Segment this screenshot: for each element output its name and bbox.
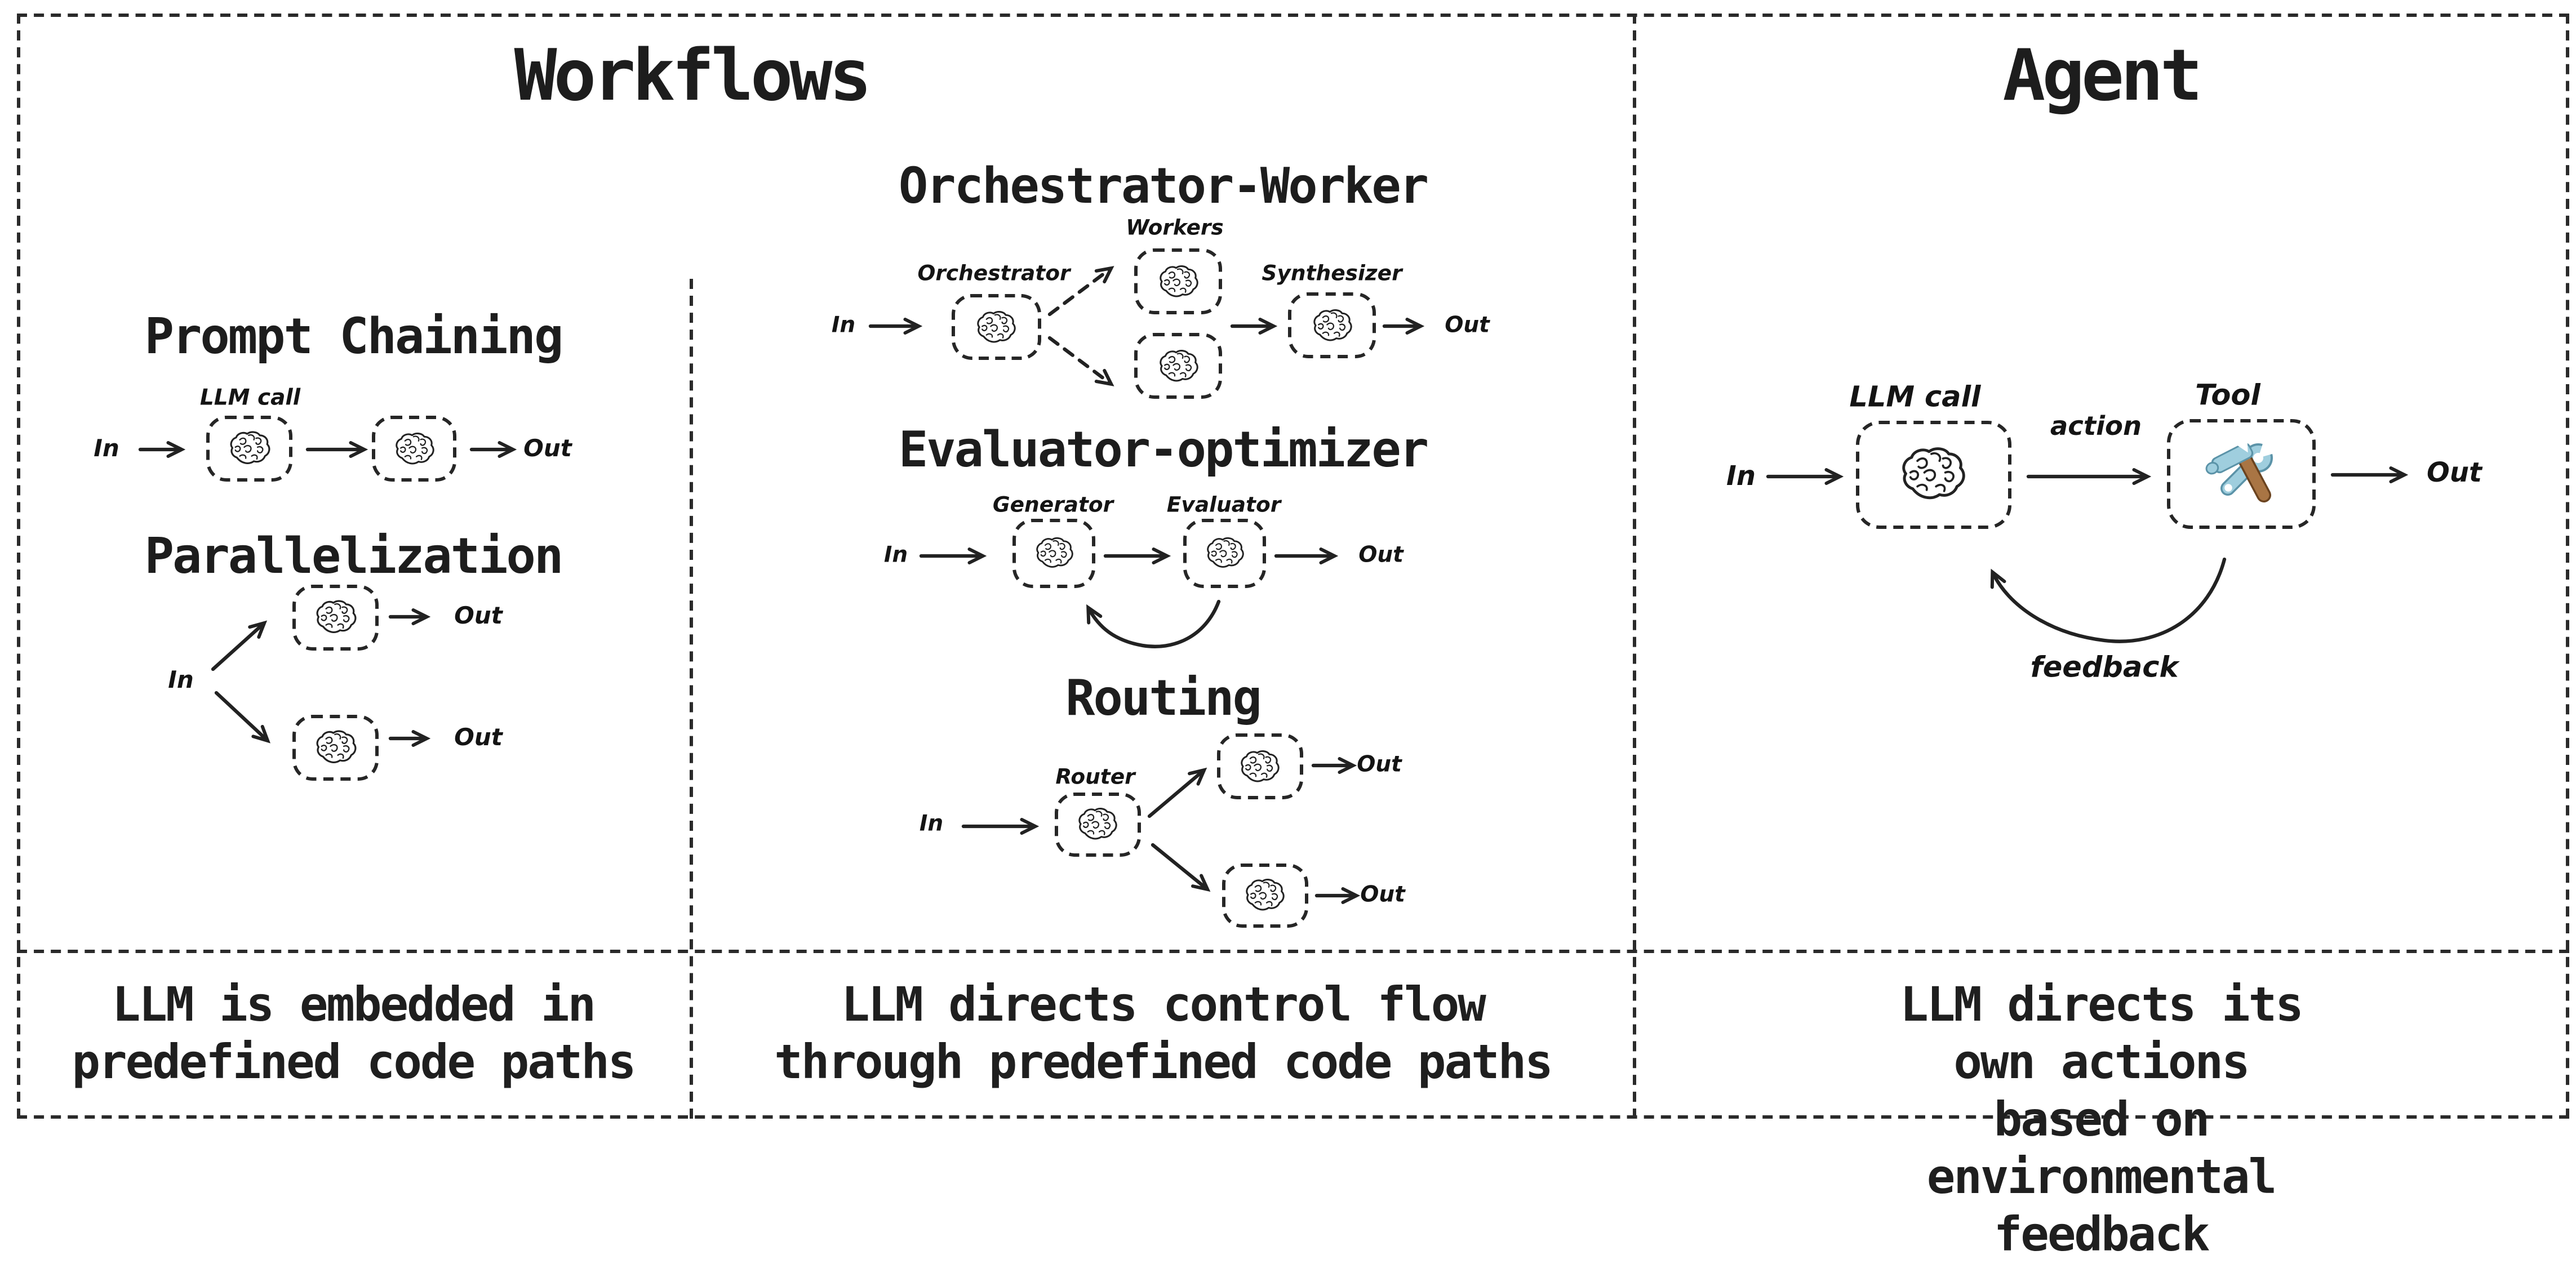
evaluator-label: Evaluator <box>1166 491 1281 517</box>
generator-label: Generator <box>992 491 1114 517</box>
parallelization-out-bottom-label: Out <box>454 725 503 752</box>
parallelization-out-top-label: Out <box>454 603 503 630</box>
orchestrator-label: Orchestrator <box>917 260 1071 286</box>
routing-out-top-label: Out <box>1357 753 1402 778</box>
workflows-title: Workflows <box>514 34 872 117</box>
brain-icon <box>1156 348 1201 385</box>
brain-icon <box>392 430 437 468</box>
router-box <box>1055 793 1141 857</box>
brain-icon <box>1203 536 1247 571</box>
brain-icon <box>312 728 359 767</box>
brain-icon <box>312 598 359 637</box>
orchestrator-worker-out-label: Out <box>1445 313 1490 339</box>
parallelization-heading: Parallelization <box>144 527 564 585</box>
brain-icon <box>1242 877 1288 914</box>
hammer-wrench-icon <box>2201 434 2282 515</box>
orchestrator-box <box>952 294 1041 360</box>
agent-feedback-label: feedback <box>2030 651 2179 686</box>
workers-label: Workers <box>1126 214 1224 240</box>
evaluator-optimizer-in-label: In <box>883 543 908 569</box>
agent-llm-call-label: LLM call <box>1849 381 1981 415</box>
agent-title: Agent <box>2002 34 2202 117</box>
brain-icon <box>974 309 1019 346</box>
evaluator-box <box>1183 519 1266 588</box>
evaluator-optimizer-heading: Evaluator-optimizer <box>898 421 1429 478</box>
parallelization-llm-box-top <box>292 585 379 651</box>
workflows-agent-divider <box>1633 14 1636 1119</box>
orchestrator-worker-heading: Orchestrator-Worker <box>898 157 1429 215</box>
synthesizer-label: Synthesizer <box>1262 260 1402 286</box>
caption-workflows-left: LLM is embedded in predefined code paths <box>72 977 636 1090</box>
routing-llm-box-top <box>1217 733 1303 799</box>
workflows-column-divider <box>690 279 693 1119</box>
prompt-chaining-in-label: In <box>94 436 119 463</box>
routing-out-bottom-label: Out <box>1360 883 1405 909</box>
brain-icon <box>1156 263 1201 300</box>
routing-in-label: In <box>919 812 944 838</box>
agent-action-label: action <box>2050 411 2142 442</box>
brain-icon <box>1032 536 1076 571</box>
routing-llm-box-bottom <box>1222 864 1308 928</box>
brain-icon <box>1897 444 1971 505</box>
agent-in-label: In <box>1726 460 1756 492</box>
routing-heading: Routing <box>1065 669 1262 727</box>
prompt-chaining-out-label: Out <box>523 436 572 463</box>
brain-icon <box>1237 748 1283 785</box>
agent-out-label: Out <box>2427 456 2482 488</box>
caption-row-divider <box>17 950 2569 953</box>
caption-agent: LLM directs its own actions based on env… <box>1900 977 2304 1262</box>
prompt-chaining-llm-call-label: LLM call <box>199 386 301 412</box>
outer-frame <box>17 14 2569 1119</box>
caption-workflows-middle: LLM directs control flow through predefi… <box>774 977 1553 1090</box>
worker-box-bottom <box>1134 333 1222 399</box>
brain-icon <box>1309 307 1355 344</box>
agent-tool-label: Tool <box>2195 379 2260 413</box>
evaluator-optimizer-out-label: Out <box>1358 543 1404 569</box>
orchestrator-worker-in-label: In <box>831 313 856 339</box>
brain-icon <box>226 429 273 468</box>
synthesizer-box <box>1288 292 1376 358</box>
parallelization-in-label: In <box>168 667 194 695</box>
generator-box <box>1012 519 1095 588</box>
prompt-chaining-llm-box-1 <box>206 416 292 482</box>
router-label: Router <box>1055 763 1135 789</box>
prompt-chaining-heading: Prompt Chaining <box>144 308 564 365</box>
diagram-canvas: Workflows Agent Prompt Chaining LLM call… <box>17 14 2569 1262</box>
prompt-chaining-llm-box-2 <box>372 416 456 482</box>
parallelization-llm-box-bottom <box>292 715 379 781</box>
brain-icon <box>1075 806 1121 843</box>
worker-box-top <box>1134 248 1222 314</box>
agent-llm-box <box>1856 421 2011 529</box>
agent-tool-box <box>2167 419 2316 529</box>
